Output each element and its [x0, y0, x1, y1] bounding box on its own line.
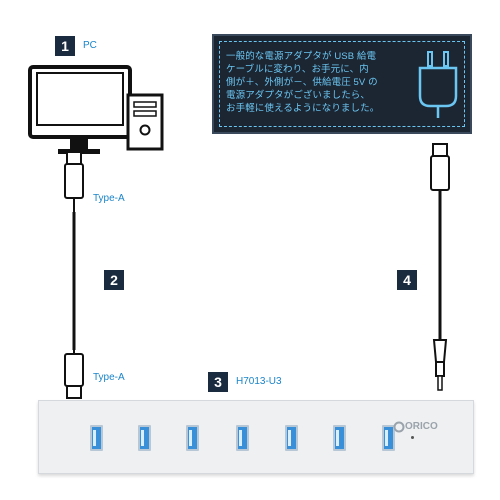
power-led-indicator — [411, 436, 414, 439]
tower-icon — [126, 93, 164, 151]
usb-port-7 — [382, 425, 395, 451]
type-a-label-top: Type-A — [93, 193, 125, 204]
model-label: H7013-U3 — [236, 376, 282, 387]
dc-power-cable — [430, 143, 450, 391]
power-plug-icon — [418, 51, 458, 118]
pc-label: PC — [83, 40, 97, 51]
usb-port-4 — [236, 425, 249, 451]
usb-port-3 — [186, 425, 199, 451]
usb-cable-left — [64, 151, 84, 399]
notice-text: 一般的な電源アダプタが USB 給電 ケーブルに変わり、お手元に、内 側が＋、外… — [226, 51, 380, 114]
usb-port-2 — [138, 425, 151, 451]
step-3-badge: 3 — [208, 372, 228, 392]
step-4-badge: 4 — [397, 270, 417, 290]
orico-logo-icon — [393, 421, 405, 433]
notice-frame — [219, 41, 465, 127]
usb-port-6 — [333, 425, 346, 451]
step-1-badge: 1 — [55, 36, 75, 56]
step-2-badge: 2 — [104, 270, 124, 290]
monitor-icon — [28, 65, 132, 154]
hub-brand: ORICO — [405, 421, 438, 432]
usb-hub — [38, 400, 474, 474]
type-a-label-bottom: Type-A — [93, 372, 125, 383]
usb-port-1 — [90, 425, 103, 451]
pc-illustration — [28, 65, 164, 154]
usb-port-5 — [285, 425, 298, 451]
power-adapter-notice: 一般的な電源アダプタが USB 給電 ケーブルに変わり、お手元に、内 側が＋、外… — [212, 34, 472, 134]
